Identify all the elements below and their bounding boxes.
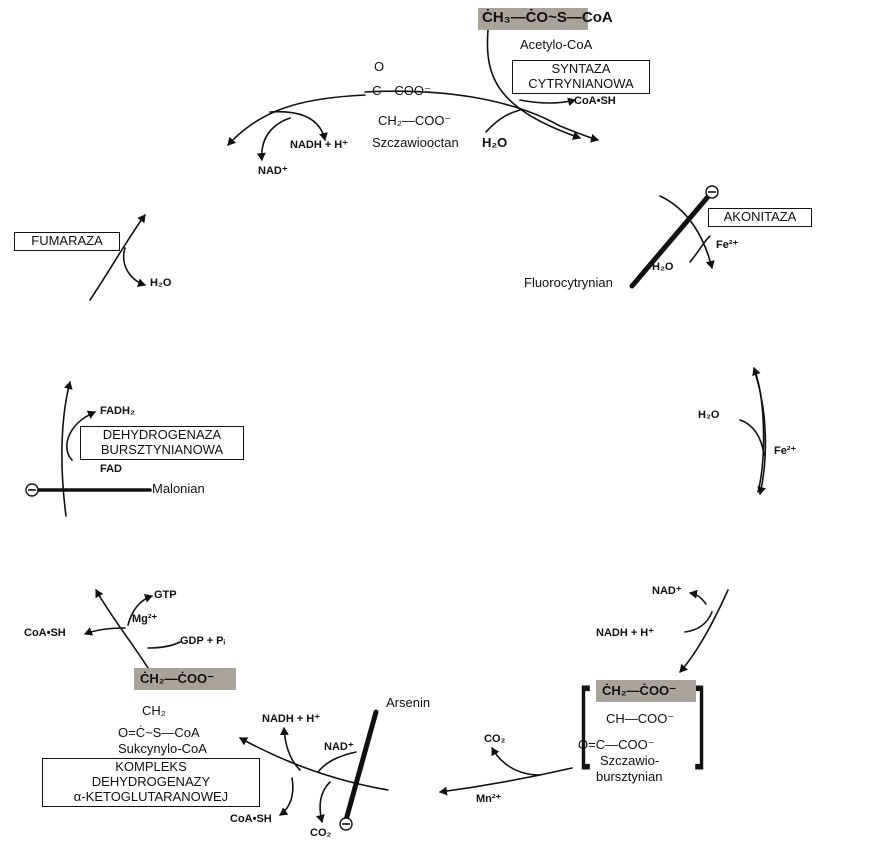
mdh-main-arrow (227, 94, 366, 146)
succinyl-name: Sukcynylo-CoA (118, 741, 207, 756)
nadh-akgdh: NADH + H⁺ (262, 713, 321, 725)
fe-aconitase-2: Fe²⁺ (774, 445, 797, 457)
fumarase-box: FUMARAZA (14, 232, 120, 251)
arsenite-label: Arsenin (386, 695, 431, 710)
mg-label: Mg²⁺ (132, 613, 158, 625)
fe-aconitase-1: Fe²⁺ (716, 239, 739, 251)
h2o-entry-arrow (485, 109, 521, 133)
akgdh-main-arrow (239, 737, 389, 791)
scs-coa-arrow (84, 627, 126, 636)
oxalosuccinate-line-3: O=C—COO⁻ (578, 737, 655, 752)
sdh-fadh2-side (66, 410, 96, 461)
sdh-line-2: BURSZTYNIANOWA (100, 441, 224, 457)
oxalosuccinate-name-2: bursztynian (596, 769, 663, 784)
fad-label: FAD (100, 463, 122, 475)
h2o-aconitase-1: H₂O (652, 261, 674, 273)
succinyl-line-1: ĊH₂—ĊOO⁻ (140, 671, 215, 686)
oxalosuccinate-name-1: Szczawio- (600, 753, 660, 768)
idh-nadh-side (684, 611, 713, 633)
acetyl-formula: ĊH₃—ĊO~S—CoA (482, 9, 613, 26)
oxalosuccinate-line-2: CH—COO⁻ (606, 711, 675, 726)
co2-akgdh: CO₂ (310, 827, 332, 839)
h2o-aconitase-2: H₂O (698, 409, 720, 421)
oxaloacetate-line-1: C—COO⁻ (372, 83, 431, 98)
citrate-synthase-box: SYNTAZA CYTRYNIANOWA (512, 60, 650, 94)
coa-sh-scs: CoA•SH (24, 627, 66, 639)
aconitase-arrow-1 (659, 195, 715, 269)
coa-release-arrow (519, 97, 576, 107)
fadh2-label: FADH₂ (100, 405, 135, 417)
akgdh-line-1: KOMPLEKS (115, 759, 187, 774)
nadh-top: NADH + H⁺ (290, 139, 349, 151)
akgdh-nadh-arrow (279, 727, 301, 771)
idh-nad-arrow (689, 589, 707, 605)
coa-sh-akgdh: CoA•SH (230, 813, 272, 825)
sdh-line-1: DEHYDROGENAZA (102, 427, 222, 442)
sdh-main-arrow (61, 381, 73, 517)
nad-idh: NAD⁺ (652, 585, 682, 597)
fumarase-h2o-side (123, 247, 146, 288)
nad-top: NAD⁺ (258, 165, 288, 177)
akgdh-nad-side (317, 751, 357, 773)
fumarase-arrow (89, 214, 146, 301)
acetyl-name: Acetylo-CoA (520, 37, 593, 52)
citrate-synthase-line-1: SYNTAZA (551, 61, 611, 76)
mdh-nad-arrow (256, 117, 291, 161)
oxalosuccinate-line-1: ĊH₂—ĊOO⁻ (602, 683, 677, 698)
aconitase-h2o-side (739, 419, 765, 456)
bracket-right: ] (694, 671, 707, 771)
h2o-top: H₂O (482, 135, 508, 150)
acetyl-entry-arrow (486, 29, 581, 140)
idh-main-arrow (679, 589, 729, 673)
succinyl-line-3: O=Ċ~S—CoA (118, 725, 200, 740)
arsenite-inhibition-bar (343, 709, 379, 823)
oxalosuccinate-highlight (596, 680, 696, 702)
citrate-synthase-line-2: CYTRYNIANOWA (528, 75, 634, 91)
succinyl-highlight (134, 668, 236, 690)
succinate-dehydrogenase-box: DEHYDROGENAZA BURSZTYNIANOWA (80, 426, 244, 460)
gdp-label: GDP + Pᵢ (180, 635, 226, 647)
nadh-idh: NADH + H⁺ (596, 627, 655, 639)
co2-release-arrow (491, 747, 541, 776)
decarboxylation-arrow (439, 767, 573, 796)
akgdh-complex-box: KOMPLEKS DEHYDROGENAZY α-KETOGLUTARANOWE… (42, 758, 260, 807)
scs-gdp-side (147, 641, 181, 649)
bracket-left: [ (578, 671, 591, 771)
akgdh-co2-arrow (316, 781, 331, 823)
aconitase-arrow-2-down (753, 369, 767, 495)
aconitase-box: AKONITAZA (708, 208, 812, 227)
akgdh-line-3: α-KETOGLUTARANOWEJ (73, 788, 229, 804)
akgdh-coa-arrow (279, 777, 294, 816)
fluorocitrate-inhibition-bar (629, 189, 715, 289)
h2o-fumarase: H₂O (150, 277, 172, 289)
mn-label: Mn²⁺ (476, 793, 502, 805)
akgdh-line-2: DEHYDROGENAZY (91, 773, 211, 789)
nad-akgdh: NAD⁺ (324, 741, 354, 753)
gtp-label: GTP (154, 589, 177, 601)
aconitase-side-h2o (689, 235, 711, 263)
coa-sh-top: CoA•SH (574, 95, 616, 107)
citrate-synthase-main-arrow (364, 90, 599, 143)
scs-gtp-arrow (127, 593, 153, 626)
succinyl-line-2: CH₂ (142, 703, 166, 718)
acetyl-highlight (478, 8, 588, 30)
fluorocitrate-label: Fluorocytrynian (524, 275, 613, 290)
mdh-nadh-arrow (269, 110, 328, 141)
co2-decarboxylation: CO₂ (484, 733, 506, 745)
oxaloacetate-line-2: CH₂—COO⁻ (378, 113, 452, 128)
oxaloacetate-o: O (374, 59, 385, 74)
malonate-label: Malonian (152, 481, 205, 496)
oxaloacetate-name: Szczawiooctan (372, 135, 459, 150)
